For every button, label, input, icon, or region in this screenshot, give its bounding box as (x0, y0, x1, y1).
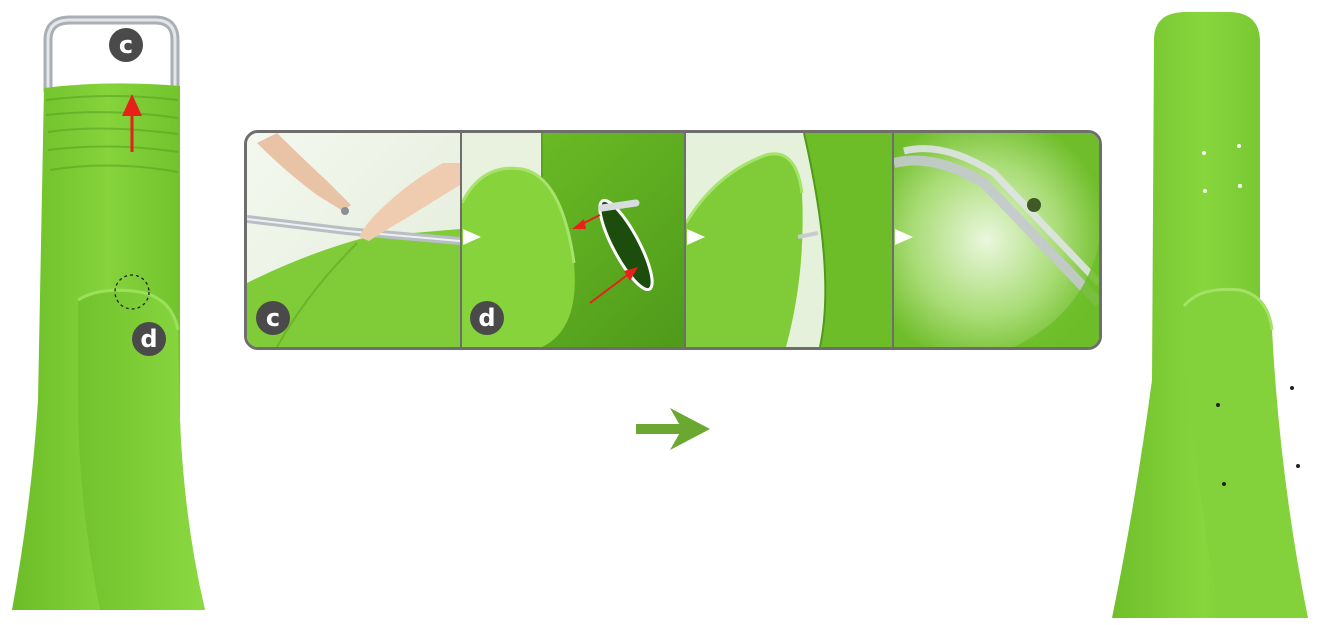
svg-text:d: d (478, 304, 495, 332)
svg-text:d: d (140, 325, 157, 353)
badge-d-panel: d (469, 300, 505, 336)
svg-text:c: c (266, 304, 280, 332)
stand-before-illustration (0, 0, 220, 625)
badge-c-panel: c (255, 300, 291, 336)
badge-d-left: d (131, 321, 167, 357)
panel-3-fabric-fold (686, 133, 892, 347)
badge-c-left: c (108, 27, 144, 63)
right-arrow-icon (636, 408, 710, 450)
panel-4-frame-connector (894, 133, 1099, 347)
detail-strip (244, 130, 1102, 350)
stand-after-illustration (1090, 0, 1317, 625)
svg-text:c: c (119, 31, 133, 59)
